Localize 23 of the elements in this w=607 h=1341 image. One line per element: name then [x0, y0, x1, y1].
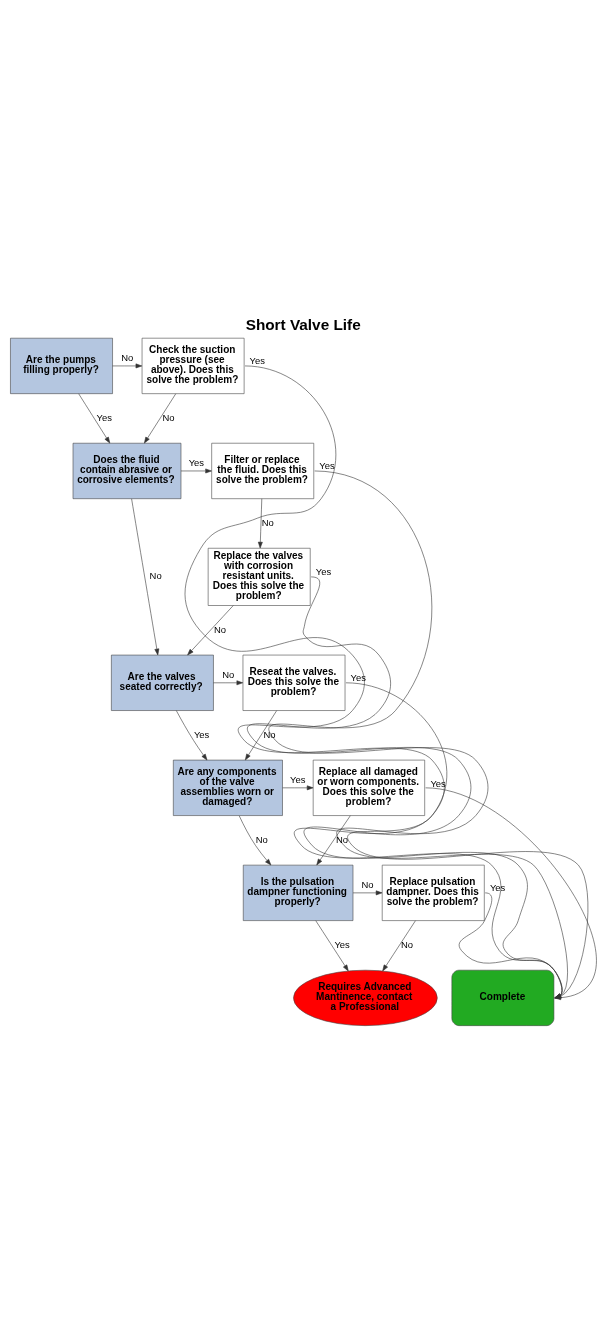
- diagram-title: Short Valve Life: [245, 315, 361, 333]
- edge-label: Yes: [315, 565, 332, 577]
- edge-label: Yes: [350, 671, 366, 683]
- edge-label: No: [263, 728, 276, 740]
- edge-label: Yes: [249, 354, 266, 366]
- edge-label: No: [261, 516, 274, 528]
- edge-label: Yes: [489, 881, 506, 893]
- edge-label: No: [361, 878, 374, 890]
- edge-label: No: [222, 668, 235, 680]
- edge-label: Yes: [334, 938, 350, 950]
- edge-label: No: [400, 938, 414, 950]
- edge-label: No: [121, 351, 134, 363]
- edge-label: Yes: [193, 728, 210, 740]
- edge-label: No: [149, 569, 162, 581]
- edge-label: Yes: [188, 456, 205, 468]
- edge-label: No: [162, 411, 175, 423]
- edge-label: Yes: [290, 773, 306, 785]
- edge-label: Yes: [96, 411, 112, 423]
- edge-label: No: [336, 833, 349, 845]
- edge-label: Yes: [319, 459, 335, 471]
- edge-label: No: [255, 833, 268, 845]
- edge-label: No: [213, 623, 226, 635]
- edge-label: Yes: [430, 777, 446, 789]
